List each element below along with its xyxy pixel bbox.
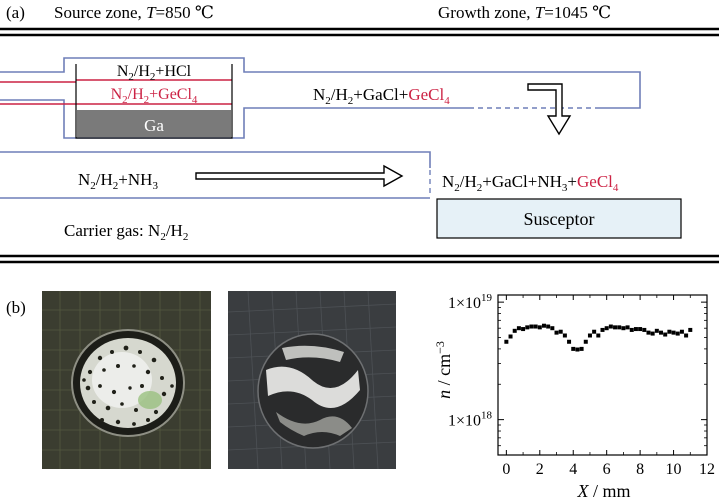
data-point bbox=[550, 326, 555, 331]
data-point bbox=[659, 330, 664, 335]
data-point bbox=[667, 329, 672, 334]
upper-flow-label: N2/H2+GaCl+GeCl4 bbox=[313, 85, 450, 107]
data-point bbox=[567, 339, 572, 344]
data-point bbox=[638, 327, 643, 332]
data-point bbox=[592, 329, 597, 334]
down-flow-arrow bbox=[527, 83, 572, 136]
data-point bbox=[541, 323, 546, 328]
x-tick-label: 10 bbox=[666, 461, 682, 478]
data-point bbox=[516, 326, 521, 331]
y-axis-label: n / cm−3 bbox=[433, 341, 454, 399]
data-point bbox=[675, 331, 680, 336]
data-point bbox=[608, 324, 613, 329]
data-point bbox=[508, 334, 513, 339]
chart-ticks: 0 2 4 6 8 10 12 1×1018 1×1019 bbox=[448, 292, 715, 478]
data-point bbox=[579, 346, 584, 351]
data-point bbox=[663, 332, 668, 337]
x-tick-label: 6 bbox=[603, 461, 611, 478]
x-tick-label: 8 bbox=[636, 461, 644, 478]
chart-marks bbox=[504, 323, 693, 352]
data-point bbox=[633, 327, 638, 332]
x-axis-label: X / mm bbox=[576, 481, 630, 501]
data-point bbox=[546, 324, 551, 329]
upper-tube-bottom-wall bbox=[0, 99, 470, 139]
data-point bbox=[642, 327, 647, 332]
x-tick-label: 2 bbox=[536, 461, 544, 478]
data-point bbox=[512, 328, 517, 333]
panel-b-label: (b) bbox=[6, 298, 26, 317]
data-point bbox=[625, 325, 630, 330]
data-point bbox=[525, 325, 530, 330]
data-point bbox=[575, 347, 580, 352]
data-point bbox=[537, 325, 542, 330]
data-point bbox=[684, 333, 689, 338]
lower-tube-top-wall bbox=[0, 151, 431, 168]
data-point bbox=[613, 325, 618, 330]
wafer-photo-polished bbox=[227, 290, 397, 470]
ga-boat bbox=[77, 110, 231, 137]
data-point bbox=[621, 326, 626, 331]
x-tick-label: 0 bbox=[502, 461, 510, 478]
data-point bbox=[558, 329, 563, 334]
growth-flow-label: N2/H2+GaCl+NH3+GeCl4 bbox=[442, 172, 619, 194]
ga-label: Ga bbox=[144, 116, 164, 135]
data-point bbox=[596, 333, 601, 338]
data-point bbox=[562, 333, 567, 338]
data-point bbox=[617, 325, 622, 330]
data-point bbox=[650, 331, 655, 336]
data-point bbox=[671, 330, 676, 335]
data-point bbox=[529, 324, 534, 329]
susceptor-label: Susceptor bbox=[524, 209, 595, 229]
nh3-flow-label: N2/H2+NH3 bbox=[78, 170, 158, 192]
data-point bbox=[629, 327, 634, 332]
carrier-gas-label: Carrier gas: N2/H2 bbox=[64, 221, 188, 243]
data-point bbox=[646, 330, 651, 335]
growth-zone-label: Growth zone, T=1045 ℃ bbox=[438, 3, 611, 22]
data-point bbox=[654, 328, 659, 333]
y-tick-label: 1×1019 bbox=[448, 292, 493, 312]
chart-plot-frame bbox=[497, 294, 708, 456]
hcl-flow-label: N2/H2+HCl bbox=[117, 63, 192, 83]
data-point bbox=[600, 327, 605, 332]
data-point bbox=[504, 339, 509, 344]
panel-a-label: (a) bbox=[6, 3, 25, 22]
data-point bbox=[604, 326, 609, 331]
y-tick-label: 1×1018 bbox=[448, 410, 493, 430]
right-flow-arrow bbox=[195, 164, 404, 188]
x-tick-label: 4 bbox=[569, 461, 577, 478]
data-point bbox=[571, 346, 576, 351]
data-point bbox=[688, 327, 693, 332]
data-point bbox=[533, 324, 538, 329]
source-zone-label: Source zone, T=850 ℃ bbox=[54, 3, 214, 22]
gecl4-flow-label: N2/H2+GeCl4 bbox=[111, 86, 198, 106]
data-point bbox=[521, 327, 526, 332]
wafer-photo-rough bbox=[42, 291, 211, 469]
upper-tube-top-wall bbox=[0, 57, 641, 109]
x-tick-label: 12 bbox=[699, 461, 715, 478]
data-point bbox=[587, 333, 592, 338]
ga-boat-walls bbox=[75, 64, 233, 139]
data-point bbox=[583, 339, 588, 344]
susceptor-block bbox=[436, 198, 682, 239]
data-point bbox=[679, 329, 684, 334]
data-point bbox=[554, 330, 559, 335]
